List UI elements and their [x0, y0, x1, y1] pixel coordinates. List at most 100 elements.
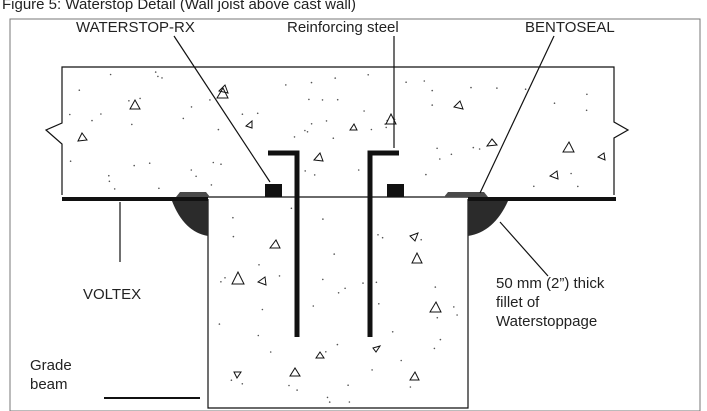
speckle-dot [190, 106, 193, 108]
speckle-dot [333, 253, 336, 255]
speckle-dot [328, 401, 331, 403]
speckle-dot [209, 99, 211, 101]
speckle-dot [293, 136, 296, 138]
speckle-dot [431, 104, 434, 106]
leader-fillet [499, 221, 549, 277]
speckle-dot [195, 175, 197, 178]
speckle-dot [344, 287, 346, 290]
speckle-dot [217, 128, 220, 131]
speckle-dot [69, 113, 71, 116]
speckle-dot [553, 102, 556, 104]
speckle-dot [241, 383, 244, 385]
speckle-dot [258, 264, 260, 266]
label-fillet-line1: 50 mm (2”) thick [496, 275, 605, 292]
speckle-dot [212, 161, 215, 164]
speckle-dot [585, 109, 588, 112]
speckle-dot [304, 170, 307, 172]
speckle-dot [400, 359, 403, 362]
speckle-dot [337, 292, 340, 294]
speckle-dot [313, 174, 316, 176]
leader-lines [104, 35, 555, 399]
speckle-dot [391, 331, 394, 333]
label-bentoseal: BENTOSEAL [525, 19, 615, 36]
speckle-dot [322, 278, 324, 281]
speckle-dot [367, 74, 370, 76]
speckle-dot [357, 169, 360, 171]
speckle-dot [409, 386, 412, 388]
label-fillet-line2: fillet of [496, 294, 540, 311]
speckle-dot [385, 126, 388, 129]
speckle-dot [69, 160, 72, 162]
speckle-dot [100, 113, 102, 115]
speckle-dot [108, 180, 111, 183]
speckle-dot [278, 275, 281, 277]
fillet-right [468, 201, 508, 236]
speckle-dot [439, 158, 441, 160]
speckle-dot [232, 235, 235, 238]
speckle-dot [256, 112, 259, 115]
speckle-dot [496, 87, 498, 89]
speckle-dot [308, 98, 310, 101]
figure-title: Figure 5: Waterstop Detail (Wall joist a… [2, 0, 356, 13]
label-grade-line1: Grade [30, 357, 72, 374]
speckle-dot [158, 187, 160, 190]
speckle-dot [334, 77, 337, 79]
speckle-dot [325, 120, 328, 122]
speckle-dot [456, 314, 458, 316]
speckle-dot [182, 117, 185, 120]
speckle-dot [224, 277, 226, 279]
label-waterstop-rx: WATERSTOP-RX [76, 19, 195, 36]
slab-outline [44, 66, 630, 195]
speckle-dot [423, 80, 426, 82]
speckle-dot [220, 281, 222, 283]
speckle-dot [470, 86, 472, 89]
speckle-dot [139, 97, 141, 100]
speckle-dot [304, 129, 306, 132]
speckle-dot [347, 384, 349, 387]
speckle-dot [370, 128, 373, 131]
speckle-dot [381, 236, 384, 239]
speckle-dot [310, 81, 313, 84]
speckle-dot [332, 137, 335, 139]
speckle-dot [261, 308, 264, 311]
speckle-dot [533, 185, 535, 188]
speckle-dot [436, 316, 439, 319]
speckle-dot [363, 110, 365, 112]
speckle-dot [109, 73, 112, 76]
speckle-dot [434, 286, 437, 288]
speckle-dot [425, 173, 427, 176]
speckle-dot [78, 89, 81, 91]
speckle-dot [91, 119, 93, 122]
speckle-dot [325, 351, 327, 353]
speckle-dot [218, 323, 221, 325]
grade-beam-outline [207, 199, 469, 409]
speckle-dot [310, 123, 313, 125]
speckle-dot [220, 163, 222, 165]
speckle-dot [133, 164, 135, 167]
speckle-dot [439, 338, 442, 341]
speckle-dot [322, 218, 324, 220]
speckle-dot [190, 169, 193, 171]
speckle-dot [230, 379, 233, 382]
speckle-dot [321, 99, 324, 101]
waterstop-block-left [265, 184, 282, 197]
speckle-dot [306, 131, 309, 133]
speckle-dot [148, 162, 151, 164]
concrete-speckle [69, 71, 588, 403]
speckle-dot [478, 148, 481, 150]
speckle-dot [108, 174, 110, 177]
leader-waterstop [173, 35, 271, 183]
bentoseal-strip-right [444, 192, 488, 197]
speckle-dot [420, 238, 423, 241]
speckle-dot [586, 93, 588, 96]
speckle-dot [290, 207, 293, 210]
speckle-dot [288, 384, 290, 387]
waterstop-block-right [387, 184, 404, 197]
speckle-dot [577, 185, 579, 188]
speckle-dot [113, 188, 116, 190]
aggregate-texture [77, 84, 606, 381]
label-grade-line2: beam [30, 376, 68, 393]
fillet-left [172, 201, 208, 236]
